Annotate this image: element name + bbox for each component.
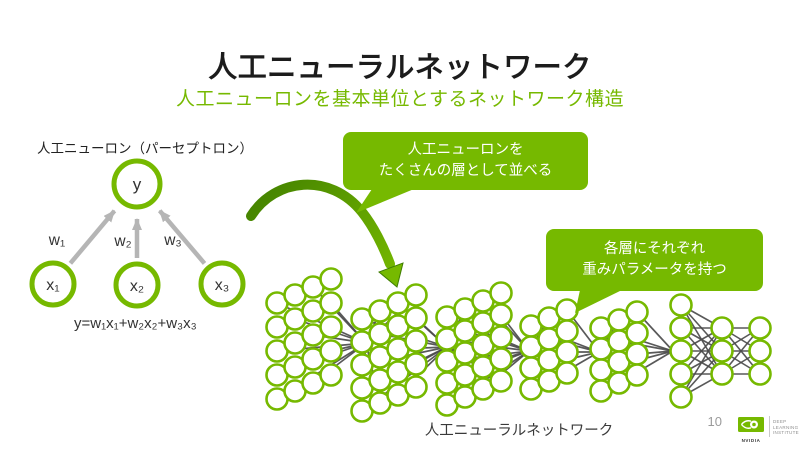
neuron-node (748, 362, 772, 386)
nvidia-eye-icon (738, 417, 764, 432)
input-node (29, 260, 77, 308)
input-to-output-arrow (157, 209, 207, 265)
footer-divider (769, 416, 770, 437)
page-number: 10 (707, 414, 722, 429)
neuron-node (625, 300, 649, 324)
neuron-node (555, 319, 579, 343)
output-node-label: y (133, 175, 142, 194)
weight-label: w₁ (48, 232, 65, 249)
network-nodes (265, 267, 772, 423)
neuron-node (489, 369, 513, 393)
institute-line1: DEEP (773, 419, 787, 424)
neuron-node (319, 339, 343, 363)
neuron-node (555, 361, 579, 385)
callout-tails (356, 189, 622, 313)
weight-label: w₃ (163, 232, 182, 249)
input-node-label: x₂ (130, 278, 144, 295)
neuron-node (489, 325, 513, 349)
neuron-node (669, 293, 693, 317)
network-link (680, 327, 723, 398)
callout-stack-layers-tail (356, 189, 414, 213)
perceptron-label: 人工ニューロン（パーセプトロン） (37, 141, 253, 156)
neuron-node (555, 340, 579, 364)
flow-arrow (246, 179, 404, 288)
input-node (113, 261, 161, 309)
neuron-node (404, 352, 428, 376)
neuron-node (319, 315, 343, 339)
neuron-node (669, 385, 693, 409)
neuron-node (319, 291, 343, 315)
perceptron-diagram: y x₁ x₂ x₃ w₁ w₂ w₃ (29, 158, 246, 309)
slide-subtitle: 人工ニューロンを基本単位とするネットワーク構造 (176, 89, 624, 110)
network-caption: 人工ニューラルネットワーク (424, 423, 614, 439)
callout-stack-layers: 人工ニューロンを たくさんの層として並べる (343, 132, 588, 190)
neuron-node (669, 316, 693, 340)
neuron-node (404, 283, 428, 307)
callout-stack-layers-line2: たくさんの層として並べる (378, 163, 553, 179)
neuron-node (710, 316, 734, 340)
neuron-node (710, 362, 734, 386)
neuron-node (748, 316, 772, 340)
neuron-node (555, 298, 579, 322)
input-node-label: x₃ (215, 277, 230, 294)
input-node (198, 260, 246, 308)
slide-title: 人工ニューラルネットワーク (208, 52, 592, 84)
neuron-node (489, 303, 513, 327)
callout-weight-params: 各層にそれぞれ 重みパラメータを持つ (546, 229, 763, 291)
neuron-node (625, 342, 649, 366)
perceptron-formula: y=w₁x₁+w₂x₂+w₃x₃ (74, 315, 197, 332)
neuron-node (489, 347, 513, 371)
callout-weight-params-line2: 重みパラメータを持つ (582, 262, 727, 278)
neuron-node (710, 339, 734, 363)
neuron-node (404, 329, 428, 353)
nvidia-wordmark: NVIDIA (741, 438, 761, 443)
input-to-output-arrow (68, 209, 117, 265)
institute-line2: LEARNING (773, 424, 799, 430)
weight-label: w₂ (113, 233, 131, 250)
callout-stack-layers-line1: 人工ニューロンを (407, 142, 524, 158)
neuron-node (404, 306, 428, 330)
institute-line3: INSTITUTE (773, 430, 799, 435)
neuron-node (404, 375, 428, 399)
neuron-node (319, 267, 343, 291)
neuron-node (319, 363, 343, 387)
institute-label: DEEP LEARNING INSTITUTE (773, 419, 799, 436)
neuron-node (625, 363, 649, 387)
output-node (111, 158, 163, 210)
callout-weight-params-tail (575, 290, 622, 313)
nvidia-logo: NVIDIA (737, 417, 765, 443)
neuron-node (669, 362, 693, 386)
neuron-node (625, 321, 649, 345)
callout-weight-params-line1: 各層にそれぞれ (603, 241, 706, 257)
neuron-node (489, 281, 513, 305)
neuron-node (748, 339, 772, 363)
neuron-node (669, 339, 693, 363)
input-node-label: x₁ (46, 277, 59, 294)
